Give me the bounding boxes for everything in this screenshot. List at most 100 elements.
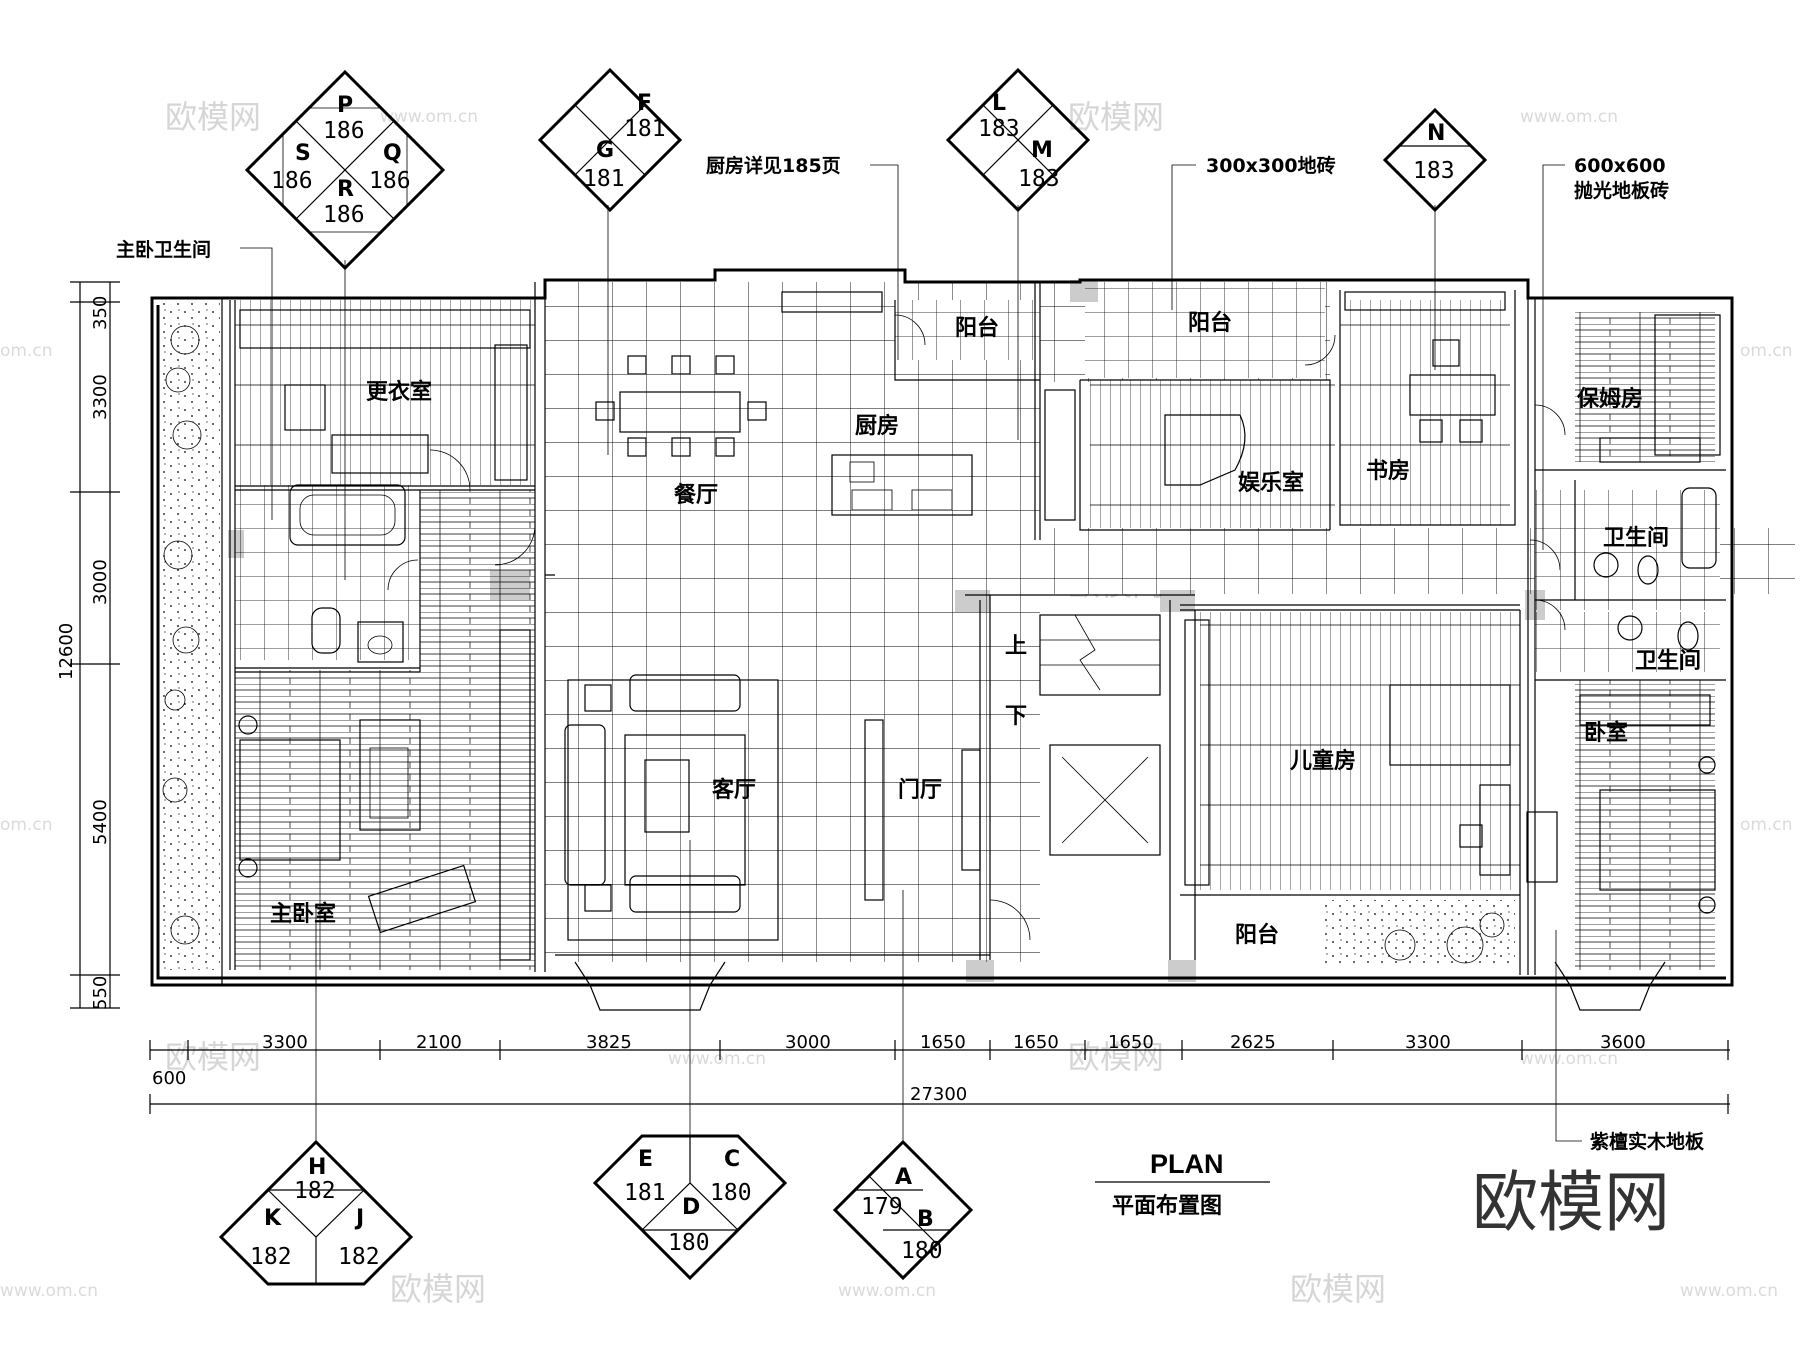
drawing-title: PLAN [1150, 1149, 1224, 1179]
watermark-logo: 欧模网 [165, 1038, 261, 1076]
room-label-bath: 卫生间 [1635, 649, 1701, 674]
stair-treads [1040, 614, 1160, 691]
tag-number: 183 [1413, 158, 1455, 184]
watermark-url: www.om.cn [1520, 107, 1618, 127]
outer-wall [150, 268, 1734, 987]
tag-letter: C [724, 1147, 740, 1172]
kids-room-wood-floor [1200, 612, 1520, 890]
tag-frame [832, 1139, 974, 1281]
room-label-dining: 餐厅 [674, 483, 718, 508]
dimension-value: 3300 [262, 1032, 308, 1053]
callout-tile-600: 600x600 [1574, 155, 1666, 177]
walls [150, 268, 1734, 987]
desk [367, 864, 477, 934]
elevation-tag-n: N 183 [1382, 107, 1488, 213]
column [490, 570, 530, 600]
dimension-value: 3000 [90, 559, 111, 605]
dimension-total: 12600 [56, 623, 77, 680]
tag-number: 180 [668, 1230, 710, 1256]
dining-chairs [595, 355, 767, 457]
sofa [1044, 389, 1076, 521]
tag-letter: L [992, 91, 1006, 116]
watermark-url: om.cn [0, 815, 53, 835]
column [1160, 590, 1195, 612]
room-labels: 更衣室 主卧室 餐厅 客厅 厨房 门厅 阳台 阳台 娱乐室 书房 保姆房 卫生间… [270, 310, 1701, 948]
wall-line [1527, 298, 1536, 975]
bathtub [1681, 487, 1717, 569]
coffee-table-area [624, 734, 746, 886]
vanity [357, 621, 404, 663]
wardrobe [1579, 694, 1711, 726]
wall-line [545, 574, 991, 960]
watermark-logo: 欧模网 [165, 98, 261, 136]
chair [1459, 419, 1483, 443]
elevation-tag-ab: A 179 B 180 [832, 1139, 974, 1281]
room-label-balcony: 阳台 [1235, 922, 1279, 948]
dimension-value: 5400 [90, 799, 111, 845]
tag-letter: E [638, 1147, 653, 1172]
counter [781, 291, 883, 313]
watermark-logo: 欧模网 [1290, 1270, 1386, 1308]
nightstand-lamp [1698, 756, 1716, 774]
watermark-url: www.om.cn [1680, 1281, 1778, 1301]
callouts: 主卧卫生间 厨房详见185页 300x300地砖 600x600 抛光地板砖 紫… [116, 154, 1705, 1160]
tag-letter: N [1427, 121, 1445, 146]
dimension-value: 3600 [1600, 1032, 1646, 1053]
room-label-bedroom: 卧室 [1584, 720, 1628, 746]
leader-line [240, 247, 273, 520]
dining-table [619, 391, 741, 433]
wall-line [1180, 604, 1521, 975]
elevator-cross [1061, 756, 1149, 844]
title-block: PLAN 平面布置图 欧模网 [1095, 1149, 1670, 1241]
wardrobe [1184, 619, 1210, 886]
garden-strip [151, 297, 223, 986]
tag-number: 180 [710, 1180, 752, 1206]
callout-wood-floor: 紫檀实木地板 [1590, 1130, 1705, 1153]
tag-number: 179 [861, 1194, 903, 1220]
nightstand-lamp [1698, 896, 1716, 914]
toilet [1677, 621, 1699, 651]
tag-number: 183 [1018, 166, 1060, 192]
tag-divider [282, 107, 408, 233]
balcony-floor-tile [895, 300, 1040, 360]
tag-letter: J [354, 1206, 364, 1231]
wall-line [235, 667, 420, 673]
toilet [311, 607, 341, 654]
tag-divider [855, 1175, 951, 1245]
watermark-logo: 欧模网 [390, 1270, 486, 1308]
wall-line [965, 594, 1520, 960]
callout-tile-300: 300x300地砖 [1206, 154, 1336, 177]
dimension-offset: 600 [152, 1068, 186, 1089]
sink [849, 461, 875, 483]
watermark-logo: 欧模网 [1068, 98, 1164, 136]
wall-line [235, 485, 535, 491]
wardrobe [331, 434, 429, 474]
tag-letter: R [337, 177, 354, 202]
leader-line [1171, 164, 1196, 310]
tag-number: 181 [624, 1180, 666, 1206]
dimension-value: 350 [90, 296, 111, 330]
dimension-ticks [70, 281, 1729, 1114]
dimension-lines: 3300 2100 3825 3000 1650 1650 1650 2625 … [56, 281, 1730, 1114]
wall-line [894, 282, 1041, 540]
watermark-url: om.cn [0, 341, 53, 361]
area-rug [567, 679, 779, 941]
wall-line [1535, 469, 1726, 681]
staircase [1039, 614, 1161, 696]
tag-divider [574, 104, 646, 176]
bath-floor-tile [1535, 490, 1720, 610]
tag-letter: G [596, 138, 614, 163]
tag-number: 186 [369, 168, 411, 194]
bay-window [574, 961, 726, 1011]
room-label-kitchen: 厨房 [855, 413, 899, 439]
tag-letter: A [895, 1165, 912, 1190]
study-desk [1409, 374, 1496, 416]
tag-letter: Q [383, 141, 402, 166]
callout-kitchen-detail: 厨房详见185页 [706, 154, 841, 177]
tag-number: 186 [323, 118, 365, 144]
side-table [584, 684, 612, 712]
bed [1389, 684, 1511, 766]
shoe-cabinet [864, 719, 884, 901]
wardrobe [1599, 437, 1701, 463]
tag-number: 183 [978, 116, 1020, 142]
